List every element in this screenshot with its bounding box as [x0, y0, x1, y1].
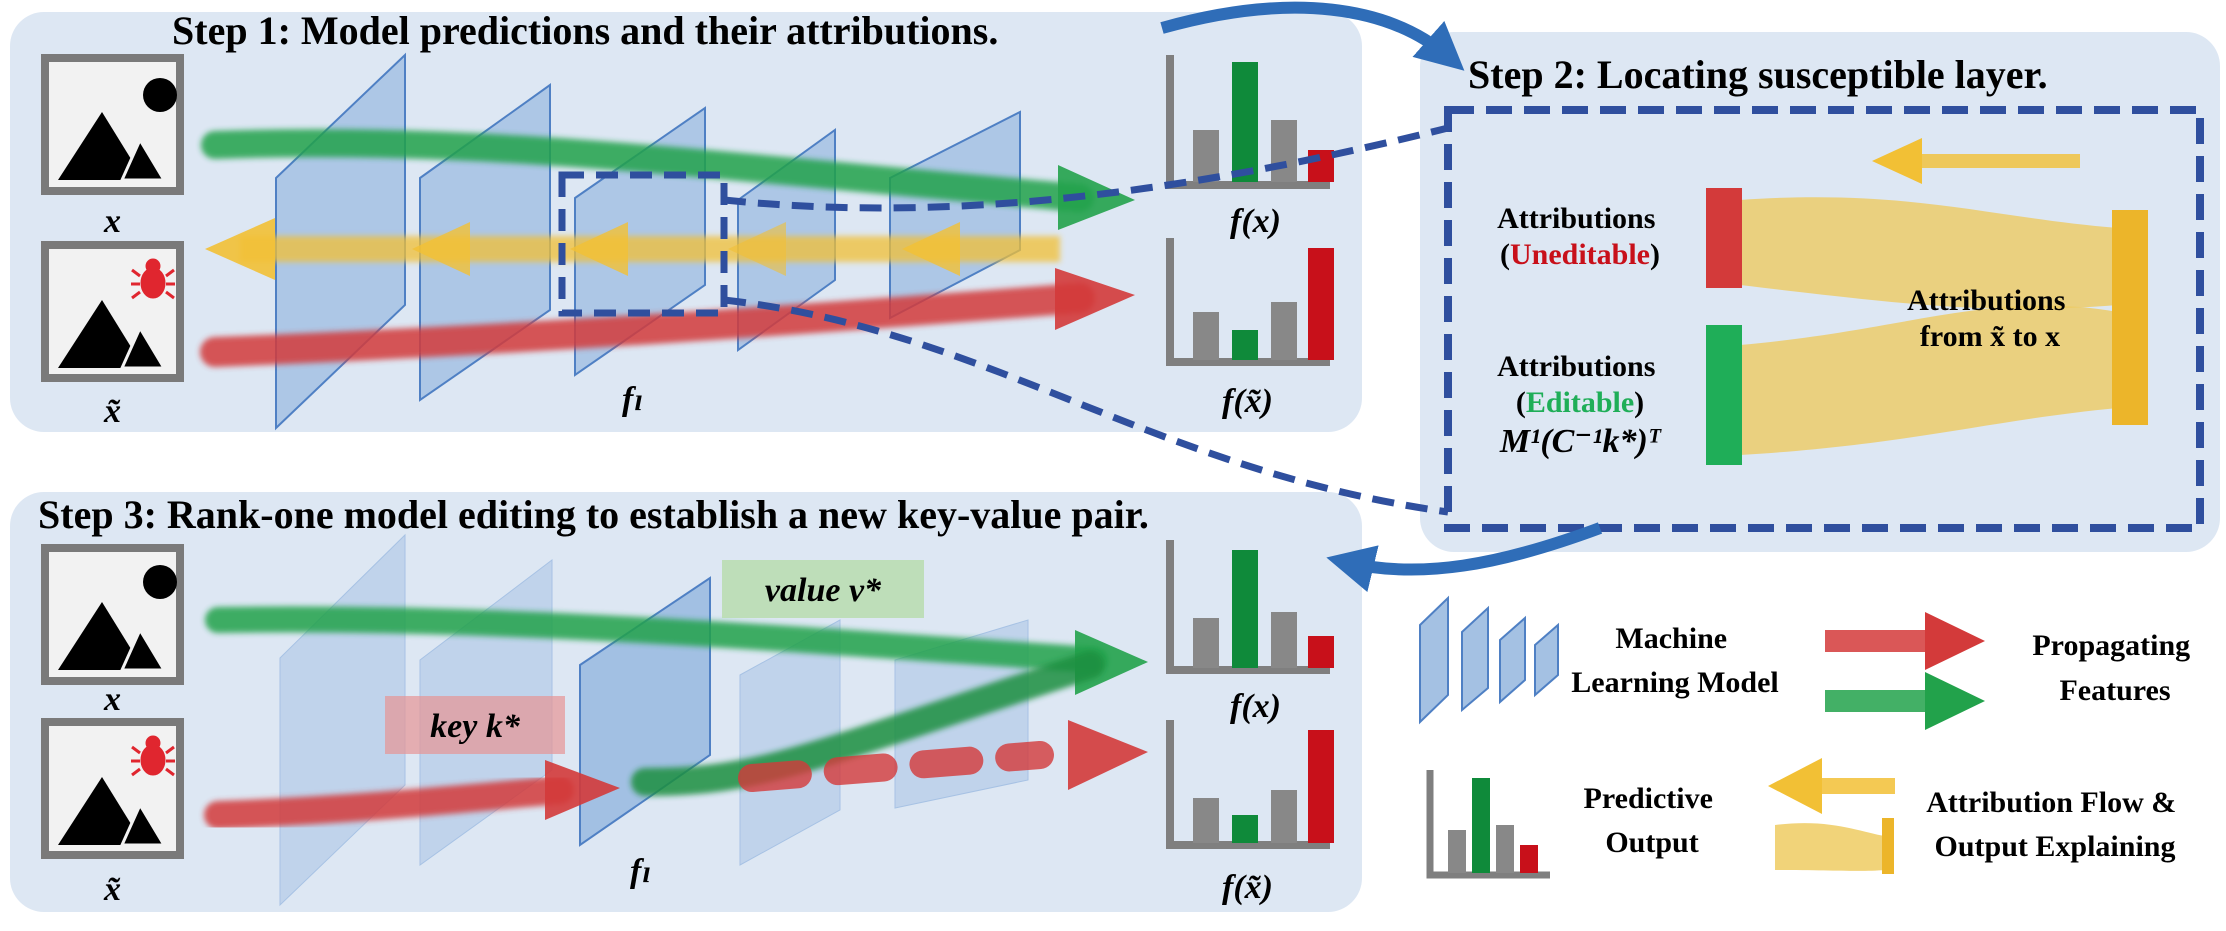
bar-chart-fx-step1 — [1166, 55, 1334, 189]
step2-to-step3-arrow — [1326, 522, 1603, 593]
label-x-tilde-step3: x̃ — [103, 871, 121, 908]
dashed-connector-bottom — [723, 296, 1449, 516]
input-image-x-tilde-icon-step3 — [41, 718, 184, 859]
layer-stack-icon — [1419, 595, 1559, 725]
uneditable-bar — [1706, 188, 1742, 288]
label-f-l-step3: fₗ — [630, 853, 651, 890]
input-image-x-tilde-icon — [41, 241, 184, 382]
red-flow-step3 — [204, 720, 1148, 829]
label-x-tilde-step1: x̃ — [103, 393, 121, 430]
legend-predictive-label: Predictive Output — [1584, 782, 1721, 859]
bar-chart-fx-step3 — [1166, 540, 1334, 674]
step3-title: Step 3: Rank-one model editing to establ… — [38, 492, 1149, 537]
value-label: value v* — [765, 572, 882, 609]
label-fx-tilde-step3: f(x̃) — [1222, 869, 1273, 906]
step2-zoom-box — [1444, 106, 2204, 532]
susceptible-layer-selection — [558, 171, 728, 317]
green-flow-step1 — [201, 129, 1135, 230]
editable-bar — [1706, 325, 1742, 465]
step2-title: Step 2: Locating susceptible layer. — [1468, 52, 2048, 97]
key-label-box — [385, 696, 565, 754]
attributions-from-label: Attributions from x̃ to x — [1907, 284, 2073, 353]
bug-icon — [131, 258, 175, 300]
input-image-x-icon — [41, 54, 184, 195]
dashed-connector-top — [723, 124, 1449, 212]
label-x-step1: x — [103, 203, 121, 240]
legend-model-label: Machine Learning Model — [1571, 622, 1779, 699]
legend-propagating-label: Propagating Features — [2032, 629, 2197, 707]
attribution-arrow-step2 — [1872, 138, 2080, 184]
legend-attribution-label: Attribution Flow & Output Explaining — [1926, 786, 2184, 863]
green-flow-step3 — [205, 606, 1148, 796]
label-fx-step3: f(x) — [1230, 688, 1281, 725]
attribution-flow-shape — [1740, 197, 2148, 455]
key-label: key k* — [430, 708, 521, 745]
step1-title: Step 1: Model predictions and their attr… — [172, 8, 998, 53]
legend-bar-chart-icon — [1426, 770, 1550, 879]
label-x-step3: x — [103, 681, 121, 718]
yellow-attribution-flow-step1 — [205, 218, 1060, 280]
uneditable-attributions-label: Attributions (Uneditable) — [1497, 202, 1663, 271]
bug-icon-step3 — [131, 735, 175, 777]
value-label-box — [722, 560, 924, 618]
editable-attributions-label: Attributions (Editable) — [1497, 350, 1663, 419]
bar-chart-fx-tilde-step3 — [1166, 720, 1334, 849]
label-fx-tilde-step1: f(x̃) — [1222, 383, 1273, 420]
legend-propagating-arrows-icon — [1825, 612, 1985, 730]
legend-attribution-icon — [1768, 758, 1895, 874]
step1-to-step2-arrow — [1160, 1, 1465, 71]
editable-formula: M¹(C⁻¹k*)ᵀ — [1499, 423, 1662, 460]
bar-chart-fx-tilde-step1 — [1166, 238, 1334, 366]
input-image-x-icon-step3 — [41, 544, 184, 685]
label-fx-step1: f(x) — [1230, 203, 1281, 240]
label-f-l-step1: fₗ — [622, 381, 643, 418]
red-flow-step1 — [200, 268, 1135, 367]
